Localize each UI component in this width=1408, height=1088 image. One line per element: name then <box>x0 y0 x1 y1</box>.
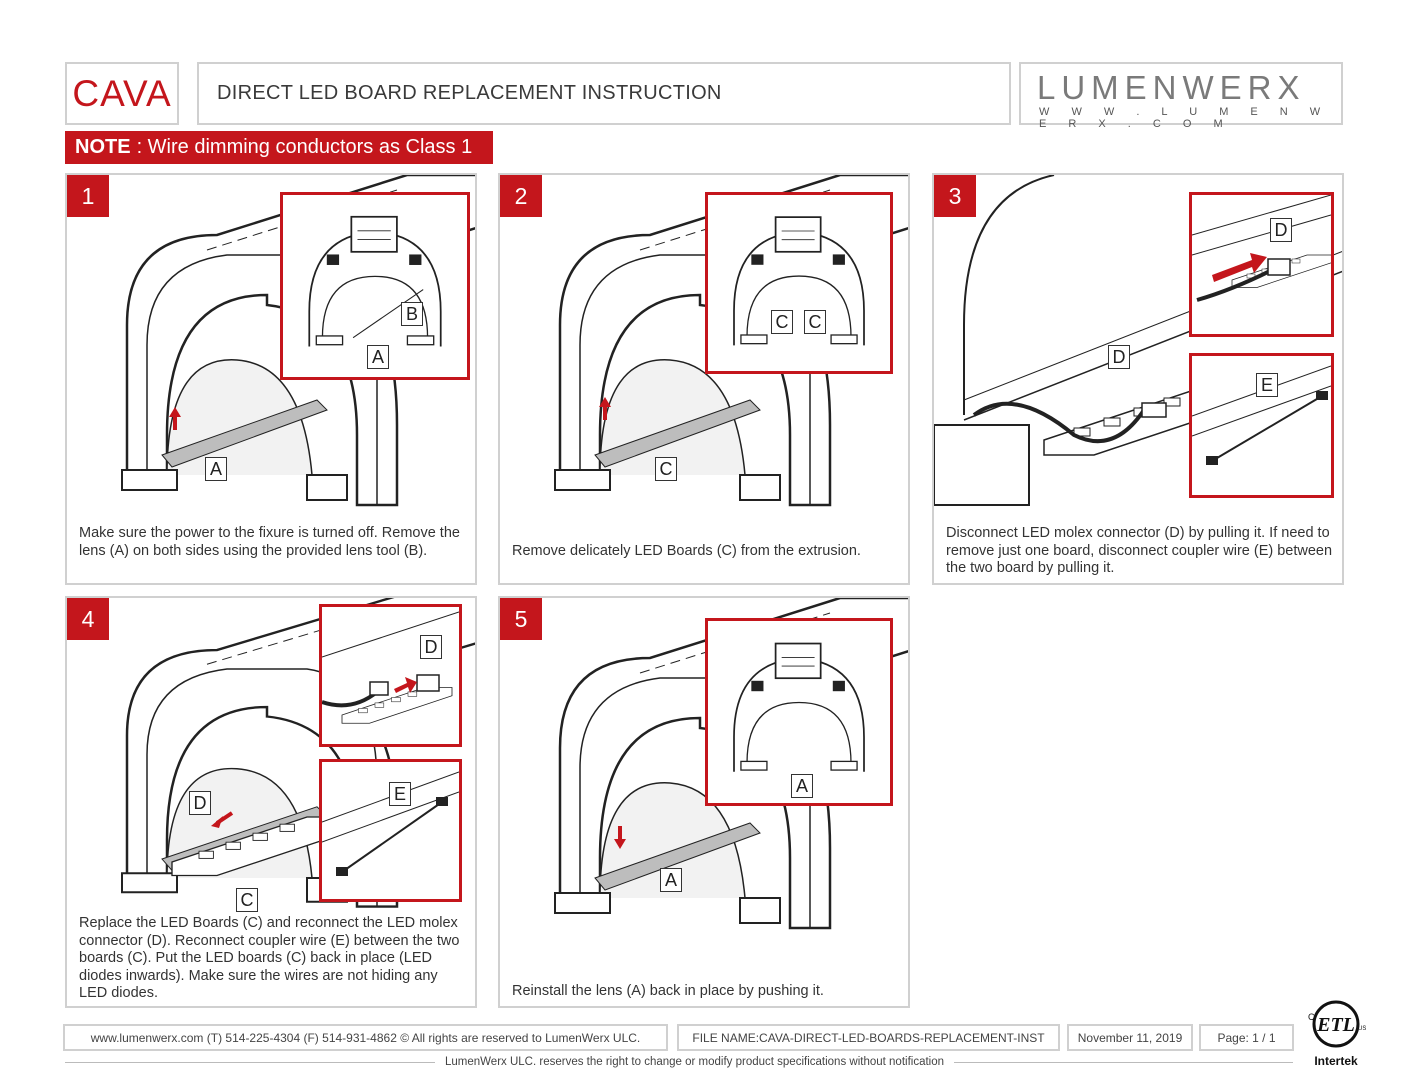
footer-date: November 11, 2019 <box>1067 1024 1193 1051</box>
svg-text:US: US <box>1358 1026 1366 1032</box>
footer-page: Page: 1 / 1 <box>1199 1024 1294 1051</box>
step-caption: Make sure the power to the fixure is tur… <box>79 525 460 559</box>
step-caption: Remove delicately LED Boards (C) from th… <box>512 543 861 559</box>
callout-label: A <box>660 868 682 892</box>
page-title: DIRECT LED BOARD REPLACEMENT INSTRUCTION <box>197 62 1011 125</box>
etl-certification-mark: ETL C US Intertek <box>1306 998 1366 1070</box>
callout-label: A <box>791 774 813 798</box>
step-number: 1 <box>67 175 109 217</box>
wiring-note: NOTE : Wire dimming conductors as Class … <box>65 131 493 164</box>
connector-illustration <box>322 611 459 724</box>
brand-logo: LUMENWERX W W W . L U M E N W E R X . C … <box>1019 62 1343 130</box>
detail-inset: E <box>1189 353 1334 498</box>
callout-label: E <box>389 782 411 806</box>
callout-label: A <box>367 345 389 369</box>
detail-inset: D <box>319 604 462 747</box>
step-3-panel: 3 D E D Disconnect LED molex connector <box>932 173 1344 585</box>
cross-section-illustration <box>308 215 442 348</box>
callout-label: A <box>205 457 227 481</box>
connector-illustration <box>1192 195 1331 302</box>
fixture-illustration <box>553 598 908 930</box>
detail-inset: E <box>319 759 462 902</box>
footer-disclaimer: LumenWerx ULC. reserves the right to cha… <box>65 1056 1293 1070</box>
step-number: 5 <box>500 598 542 640</box>
detail-inset: D <box>1189 192 1334 337</box>
footer-contact: www.lumenwerx.com (T) 514-225-4304 (F) 5… <box>63 1024 668 1051</box>
callout-label: D <box>420 635 442 659</box>
callout-label: C <box>804 310 826 334</box>
coupler-illustration <box>322 771 459 876</box>
step-1-panel: 1 B A A Make sure the power to the fixur… <box>65 173 477 585</box>
product-name: CAVA <box>65 62 179 125</box>
callout-label: C <box>655 457 677 481</box>
callout-label: C <box>236 888 258 912</box>
fixture-illustration <box>120 175 475 507</box>
step-2-panel: 2 C C C Remove delicately LED Boards (C)… <box>498 173 910 585</box>
svg-text:ETL: ETL <box>1316 1014 1355 1036</box>
fixture-illustration <box>553 175 908 507</box>
step-caption: Disconnect LED molex connector (D) by pu… <box>946 525 1333 576</box>
logo-url: W W W . L U M E N W E R X . C O M <box>1039 106 1330 130</box>
callout-label: B <box>401 302 423 326</box>
disclaimer-text: LumenWerx ULC. reserves the right to cha… <box>435 1056 955 1068</box>
svg-text:C: C <box>1308 1012 1315 1022</box>
logo-wordmark: LUMENWERX <box>1037 69 1306 106</box>
step-number: 4 <box>67 598 109 640</box>
step-caption: Reinstall the lens (A) back in place by … <box>512 983 824 999</box>
callout-label: C <box>771 310 793 334</box>
step-4-panel: 4 D E D C Replace the LED Boards (C) and… <box>65 596 477 1008</box>
step-caption: Replace the LED Boards (C) and reconnect… <box>79 915 460 1001</box>
step-5-panel: 5 A A Reinstall the lens (A) back in pla… <box>498 596 910 1008</box>
fixture-illustration <box>120 598 475 908</box>
etl-logo-icon: ETL C US <box>1308 1000 1366 1048</box>
detail-inset: B A <box>280 192 470 380</box>
cross-section-illustration <box>733 216 865 347</box>
step-number: 3 <box>934 175 976 217</box>
callout-label: D <box>1270 218 1292 242</box>
detail-inset: C C <box>705 192 893 374</box>
cert-brand: Intertek <box>1314 1054 1358 1068</box>
detail-inset: A <box>705 618 893 806</box>
step-number: 2 <box>500 175 542 217</box>
footer-file-name: FILE NAME:CAVA-DIRECT-LED-BOARDS-REPLACE… <box>677 1024 1060 1051</box>
note-text: : Wire dimming conductors as Class 1 <box>136 136 473 158</box>
callout-label: E <box>1256 373 1278 397</box>
callout-label: D <box>1108 345 1130 369</box>
callout-label: D <box>189 791 211 815</box>
note-label: NOTE <box>75 136 131 158</box>
